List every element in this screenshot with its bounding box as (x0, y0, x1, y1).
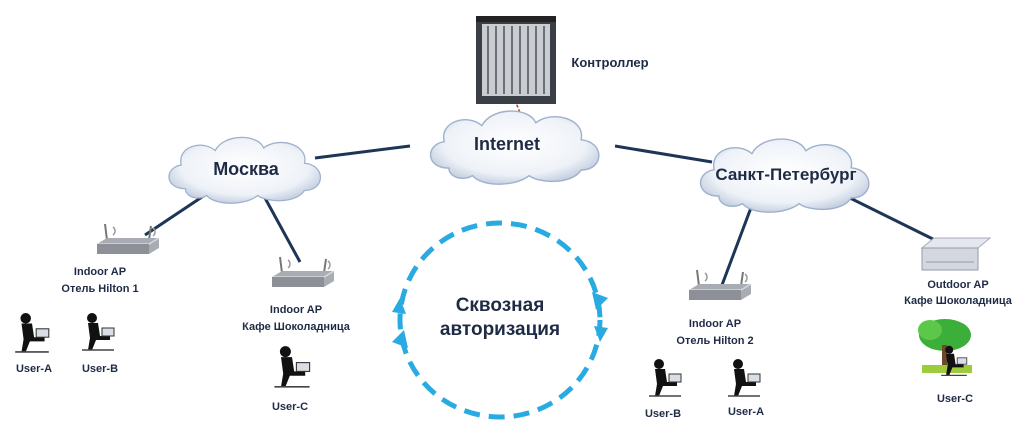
indoor-ap-router-icon (271, 256, 335, 288)
center-text-line2: авторизация (440, 319, 560, 340)
end-to-end-auth-cycle (392, 220, 608, 420)
outdoor-ap-icon (920, 237, 992, 271)
ap-location-label: Кафе Шоколадница (904, 295, 1013, 307)
controller-label: Контроллер (571, 55, 648, 70)
controller-device-icon (476, 16, 556, 104)
user-icon (648, 358, 682, 397)
user-label: User-C (272, 401, 308, 413)
ap-type-label: Indoor AP (270, 304, 322, 316)
link-moscow-ap2 (263, 197, 302, 263)
user-label: User-A (16, 363, 52, 375)
center-text-line1: Сквозная (456, 295, 545, 316)
user-label: User-A (728, 406, 764, 418)
ap-location-label: Отель Hilton 1 (61, 283, 138, 295)
ap-location-label: Кафе Шоколадница (242, 321, 351, 333)
link-moscow-internet (314, 144, 411, 160)
link-internet-spb (614, 144, 713, 164)
ap-type-label: Indoor AP (689, 318, 741, 330)
spb-label: Санкт-Петербург (715, 165, 856, 184)
user-icon (14, 312, 50, 353)
link-spb-ap3 (720, 204, 754, 286)
ap-location-label: Отель Hilton 2 (676, 335, 753, 347)
ap-type-label: Indoor AP (74, 266, 126, 278)
user-label: User-C (937, 393, 973, 405)
link-spb-outdoor-ap (849, 196, 946, 247)
moscow-label: Москва (213, 159, 280, 179)
user-icon (273, 345, 311, 388)
arrow-left-icon (392, 330, 408, 348)
link-moscow-ap1 (144, 193, 206, 237)
user-icon (727, 358, 761, 397)
indoor-ap-router-icon (96, 223, 160, 255)
user-label: User-B (82, 363, 118, 375)
internet-label: Internet (474, 134, 540, 154)
user-label: User-B (645, 408, 681, 420)
outdoor-user-icon (918, 319, 972, 376)
network-links (144, 144, 946, 286)
indoor-ap-router-icon (688, 269, 752, 301)
user-icon (81, 312, 115, 351)
ap-type-label: Outdoor AP (927, 279, 988, 291)
arrow-right-icon (592, 292, 608, 310)
